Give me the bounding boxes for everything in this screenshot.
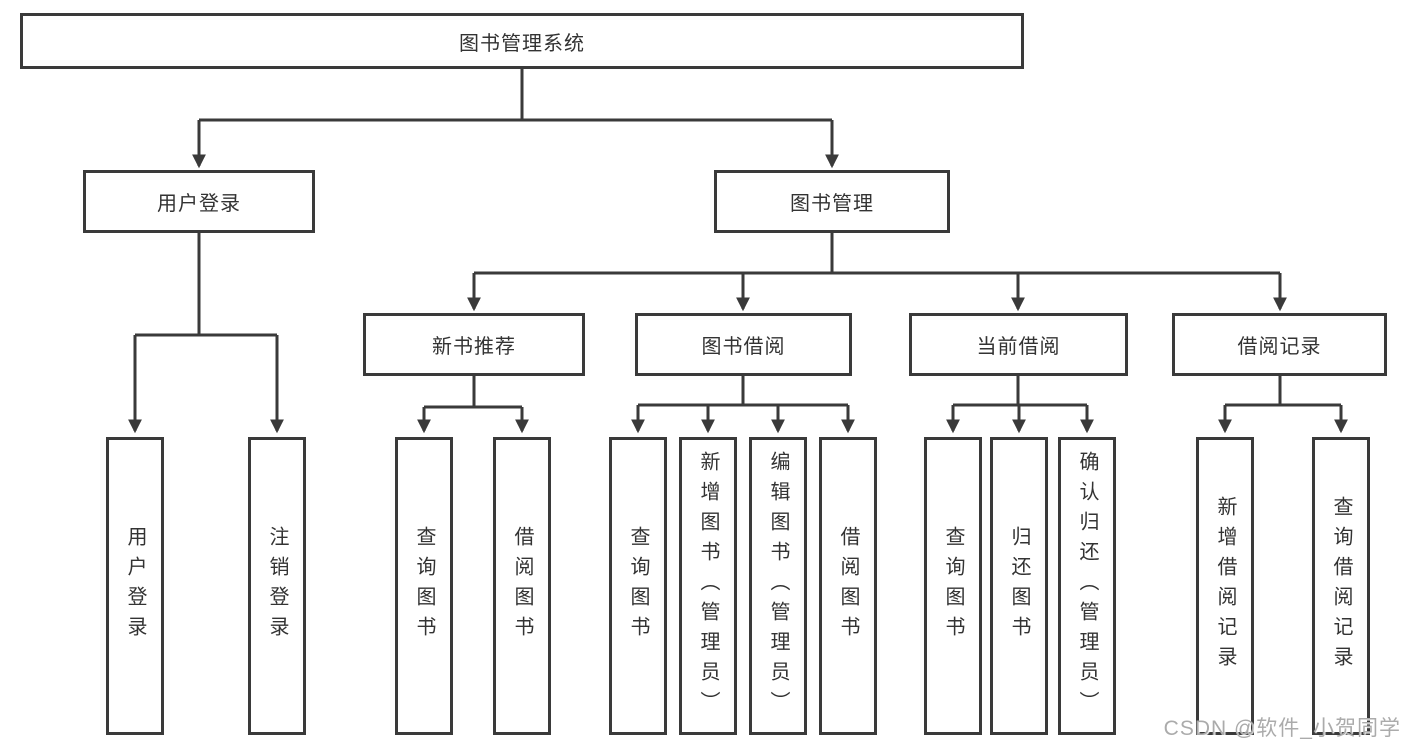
leaf-user-login-label: 用户登录 <box>124 526 146 646</box>
node-book-management-label: 图书管理 <box>790 193 874 215</box>
node-user-login-label: 用户登录 <box>157 193 241 215</box>
leaf-current-return-books-label: 归还图书 <box>1008 526 1030 646</box>
node-current-borrowing-label: 当前借阅 <box>976 336 1061 358</box>
node-borrowing-records: 借阅记录 <box>1172 313 1387 376</box>
leaf-current-query-books: 查询图书 <box>924 437 982 735</box>
node-current-borrowing: 当前借阅 <box>909 313 1128 376</box>
node-borrowing-records-label: 借阅记录 <box>1237 336 1322 358</box>
leaf-borrowing-add-books-admin-label: 新增图书（管理员） <box>697 451 719 721</box>
node-new-book-recommend: 新书推荐 <box>363 313 585 376</box>
leaf-records-query-record: 查询借阅记录 <box>1312 437 1370 735</box>
node-user-login: 用户登录 <box>83 170 315 233</box>
leaf-recommend-borrow-books-label: 借阅图书 <box>511 526 533 646</box>
leaf-recommend-query-books: 查询图书 <box>395 437 453 735</box>
node-book-borrowing: 图书借阅 <box>635 313 852 376</box>
leaf-current-confirm-return-admin: 确认归还（管理员） <box>1058 437 1116 735</box>
leaf-records-add-record-label: 新增借阅记录 <box>1214 496 1236 676</box>
leaf-logout: 注销登录 <box>248 437 306 735</box>
leaf-current-confirm-return-admin-label: 确认归还（管理员） <box>1076 451 1098 721</box>
leaf-borrowing-edit-books-admin-label: 编辑图书（管理员） <box>767 451 789 721</box>
leaf-current-query-books-label: 查询图书 <box>942 526 964 646</box>
node-library-system-label: 图书管理系统 <box>459 32 585 55</box>
leaf-records-add-record: 新增借阅记录 <box>1196 437 1254 735</box>
csdn-watermark: CSDN @软件_小贺同学 <box>1163 717 1401 740</box>
leaf-recommend-borrow-books: 借阅图书 <box>493 437 551 735</box>
node-library-system: 图书管理系统 <box>20 13 1024 69</box>
leaf-recommend-query-books-label: 查询图书 <box>413 526 435 646</box>
node-book-borrowing-label: 图书借阅 <box>701 336 786 358</box>
leaf-borrowing-borrow-books: 借阅图书 <box>819 437 877 735</box>
leaf-borrowing-query-books: 查询图书 <box>609 437 667 735</box>
leaf-borrowing-borrow-books-label: 借阅图书 <box>837 526 859 646</box>
leaf-user-login: 用户登录 <box>106 437 164 735</box>
leaf-records-query-record-label: 查询借阅记录 <box>1330 496 1352 676</box>
leaf-borrowing-query-books-label: 查询图书 <box>627 526 649 646</box>
leaf-borrowing-edit-books-admin: 编辑图书（管理员） <box>749 437 807 735</box>
leaf-logout-label: 注销登录 <box>266 526 288 646</box>
node-new-book-recommend-label: 新书推荐 <box>432 336 516 358</box>
leaf-current-return-books: 归还图书 <box>990 437 1048 735</box>
leaf-borrowing-add-books-admin: 新增图书（管理员） <box>679 437 737 735</box>
node-book-management: 图书管理 <box>714 170 950 233</box>
